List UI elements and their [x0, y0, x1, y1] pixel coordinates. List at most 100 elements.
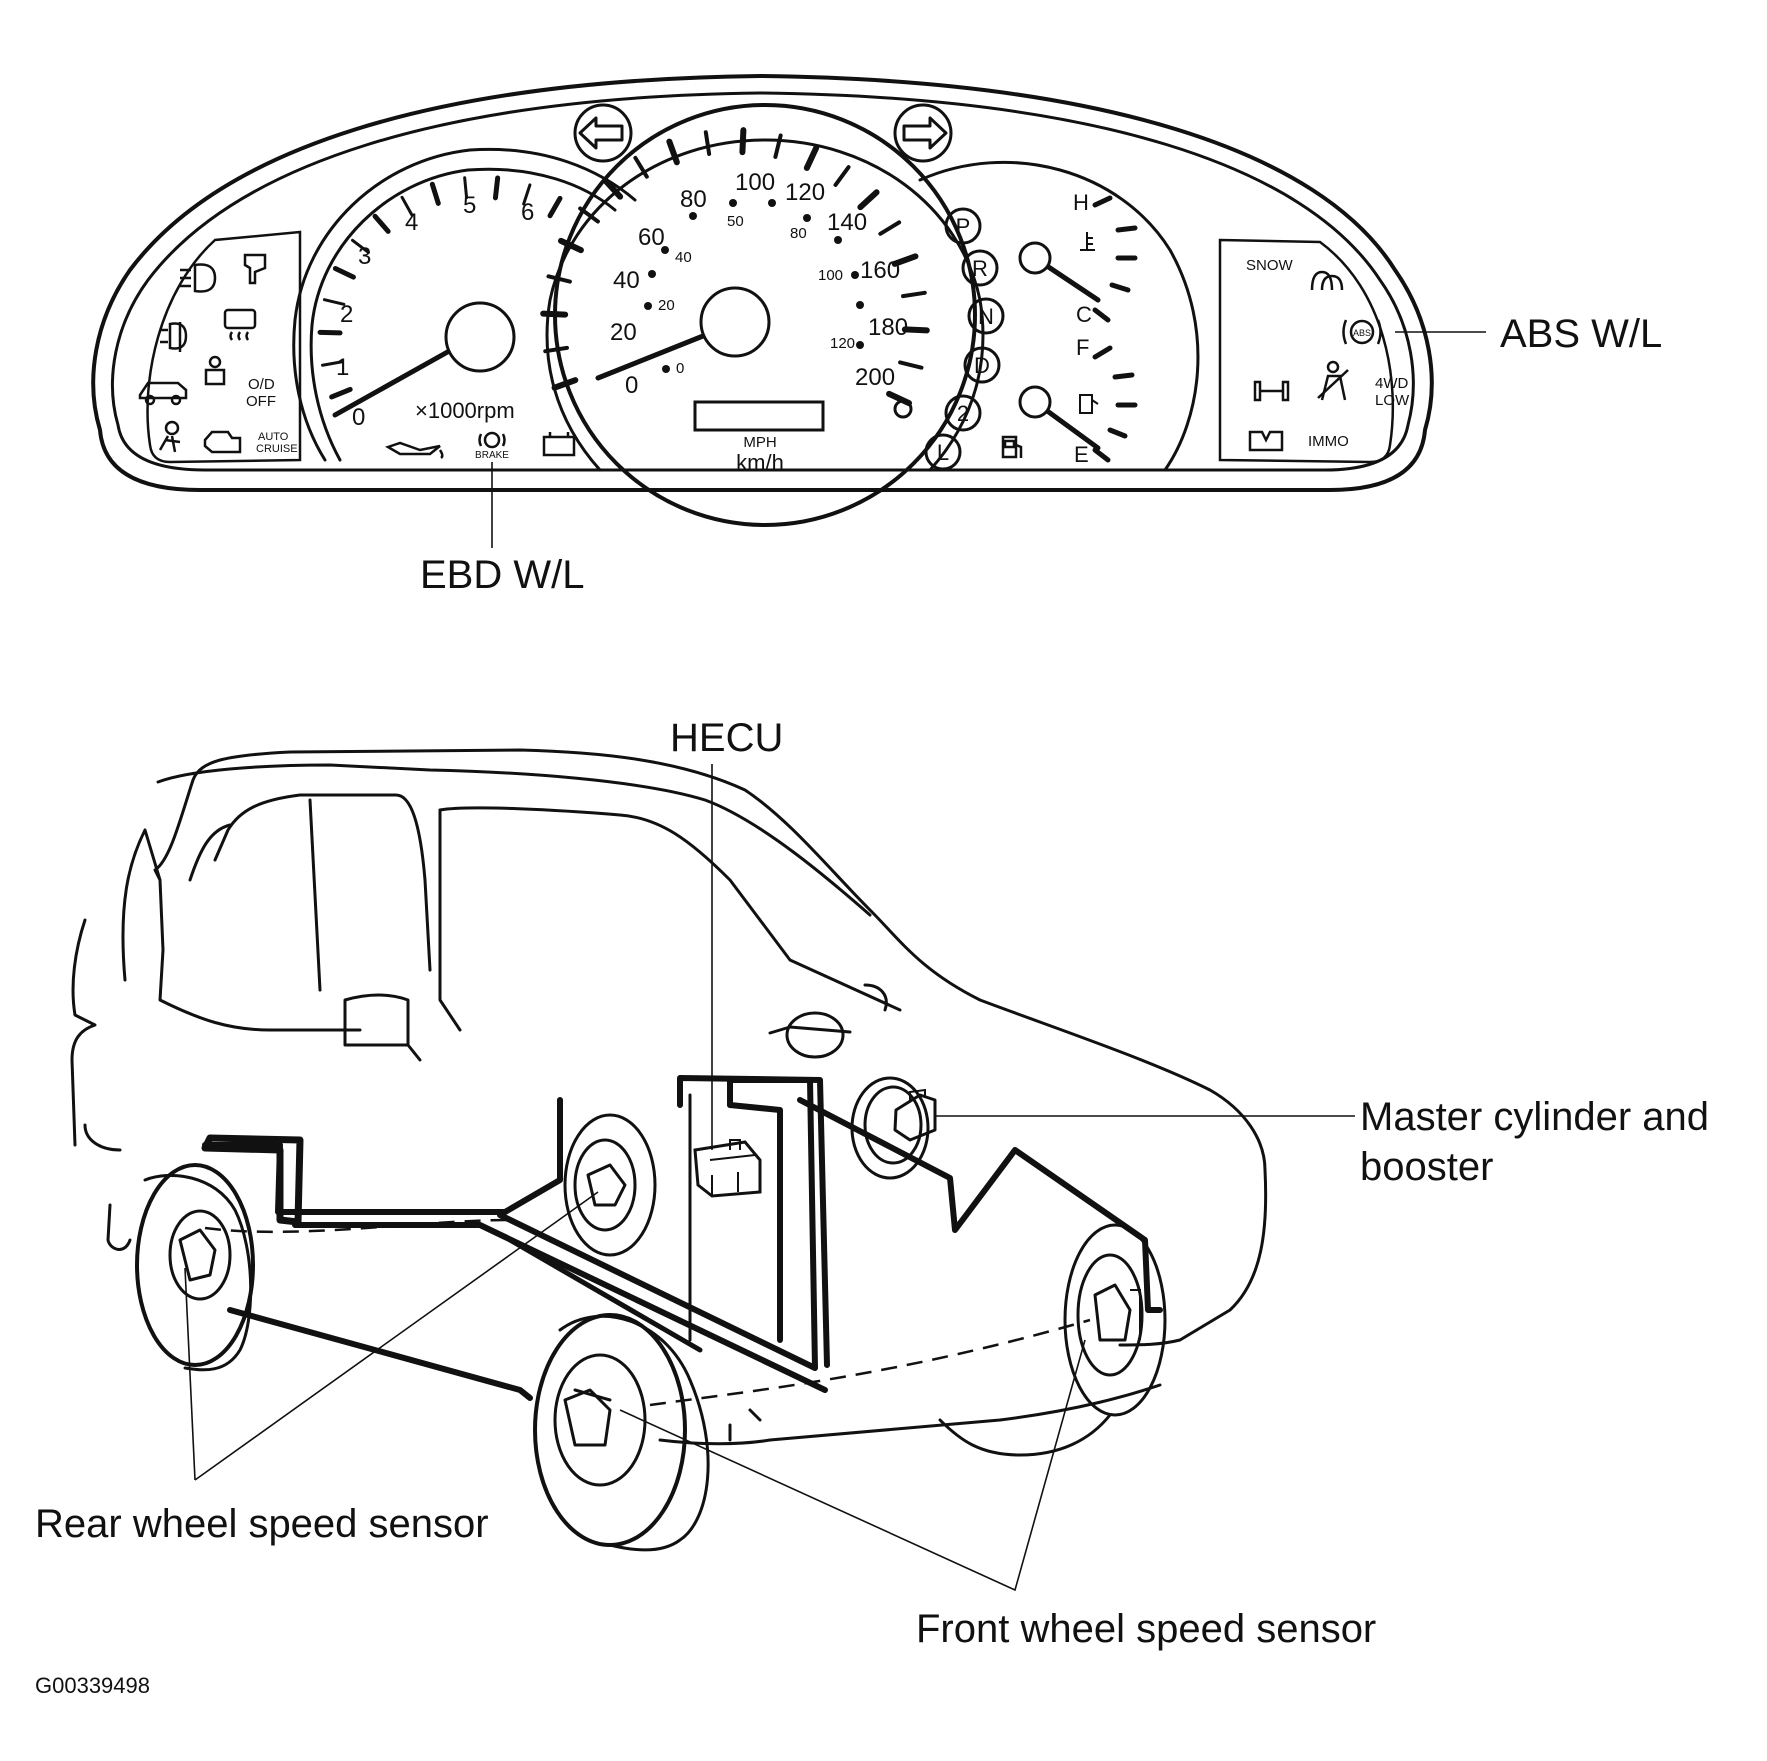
- trip-reset-knob: [893, 399, 913, 419]
- left-warning-icons: O/D OFF AUTO CRUISE: [138, 253, 298, 455]
- speedo-tick-mark: [878, 220, 902, 236]
- tach-unit: ×1000rpm: [415, 398, 515, 423]
- speedo-needle: [595, 327, 721, 381]
- mph-80: 80: [680, 186, 707, 213]
- master-cylinder-booster: [850, 1076, 937, 1180]
- rear-defrost-icon: [223, 308, 257, 341]
- speedo-tick-mark: [633, 155, 649, 179]
- door-open-icon: [243, 253, 267, 285]
- speedo-tick-mark: [666, 138, 680, 166]
- speedo-tick-mark: [898, 360, 924, 370]
- speedo-tick-mark: [578, 206, 600, 224]
- four-wheel-drive-icon: [1253, 380, 1290, 402]
- fuel-pump-icon: [1001, 435, 1023, 459]
- mph-200: 200: [855, 364, 895, 391]
- kmh-50: 50: [727, 213, 744, 230]
- svg-text:L: L: [937, 440, 949, 465]
- figure-id: G00339498: [35, 1673, 150, 1698]
- tach-tick-mark: [317, 329, 343, 336]
- temp-hot: H: [1073, 190, 1089, 215]
- callout-master-cylinder-line2: booster: [1360, 1145, 1493, 1189]
- speedo-tick-mark: [803, 144, 820, 171]
- speedo-tick-mark: [540, 310, 569, 318]
- gear-d: D: [963, 346, 1001, 384]
- tach-tick-1: 1: [336, 354, 349, 381]
- front-right-wheel: [1063, 1223, 1167, 1417]
- odometer-display: [693, 400, 825, 432]
- speedo-tick-mark: [551, 377, 579, 391]
- speedo-tick-mark: [602, 177, 624, 200]
- battery-icon: [542, 432, 576, 457]
- abs-icon-text: ABS: [1353, 328, 1371, 338]
- immobilizer-icon: [1248, 430, 1284, 452]
- headlight-icon: [180, 263, 217, 293]
- immo-text: IMMO: [1308, 433, 1349, 450]
- speedo-hub: [699, 286, 771, 358]
- unit-mph: MPH: [743, 434, 776, 451]
- temp-cold: C: [1076, 302, 1092, 327]
- snow-text: SNOW: [1246, 257, 1294, 274]
- mph-140: 140: [827, 209, 867, 236]
- svg-text:N: N: [978, 304, 994, 329]
- speedo-tick-mark: [857, 189, 880, 211]
- kmh-120: 120: [830, 335, 855, 352]
- bottom-warning-icons: BRAKE: [384, 431, 576, 461]
- kmh-0: 0: [676, 360, 684, 377]
- svg-text:P: P: [956, 214, 971, 239]
- fwd-low-line2: LOW: [1375, 392, 1410, 409]
- tach-needle: [332, 342, 463, 418]
- speedo-tick-mark: [901, 290, 927, 299]
- mph-0: 0: [625, 372, 638, 399]
- speedo-tick-mark: [557, 237, 584, 254]
- mph-120: 120: [785, 179, 825, 206]
- tach-tick-6: 6: [521, 199, 534, 226]
- callout-abs: ABS W/L: [1500, 312, 1662, 356]
- callout-hecu: HECU: [670, 716, 783, 760]
- fog-light-icon: [160, 322, 188, 352]
- vehicle-illustration: [70, 748, 1268, 1552]
- mph-180: 180: [868, 314, 908, 341]
- tach-tick-mark: [372, 213, 391, 234]
- speedo-tick-mark: [891, 253, 919, 267]
- temp-fuel-gauges: H C F E: [918, 160, 1200, 472]
- tach-tick-2: 2: [340, 301, 353, 328]
- kmh-80: 80: [790, 225, 807, 242]
- kmh-40: 40: [675, 249, 692, 266]
- tach-tick-0: 0: [352, 404, 365, 431]
- fuel-full: F: [1076, 335, 1089, 360]
- auto-cruise-line1: AUTO: [258, 431, 289, 443]
- right-warning-icons: SNOW ABS 4WD LOW IMMO: [1246, 257, 1410, 452]
- kmh-20: 20: [658, 297, 675, 314]
- gear-r: R: [961, 249, 999, 287]
- tach-tick-mark: [547, 195, 563, 219]
- rear-left-wheel: [135, 1163, 255, 1372]
- rear-sensor-leader-b: [194, 1191, 599, 1481]
- gear-p: P: [944, 207, 982, 245]
- callout-rear-sensor: Rear wheel speed sensor: [35, 1502, 489, 1546]
- fwd-low-line1: 4WD: [1375, 375, 1409, 392]
- airbag-icon: [158, 420, 181, 453]
- front-left-wheel: [533, 1313, 710, 1552]
- tach-tick-5: 5: [463, 192, 476, 219]
- speedometer: 0 20 40 60 80 100 120 140 160 180 200 0 …: [540, 103, 985, 527]
- abs-warning-icon: [1342, 319, 1382, 345]
- tach-tick-mark: [429, 181, 441, 206]
- callout-master-cylinder-line1: Master cylinder and: [1360, 1095, 1709, 1139]
- tach-hub: [444, 301, 516, 373]
- rear-right-rotor: [563, 1113, 657, 1257]
- svg-text:R: R: [972, 256, 988, 281]
- mph-20: 20: [610, 319, 637, 346]
- od-off-line1: O/D: [248, 376, 275, 393]
- tach-tick-mark: [463, 176, 469, 200]
- engine-check-icon: [203, 430, 242, 454]
- tachometer: 0 1 2 3 4 5 6 ×1000rpm: [292, 147, 637, 462]
- tach-tick-mark: [350, 238, 370, 254]
- mph-60: 60: [638, 224, 665, 251]
- callout-front-sensor: Front wheel speed sensor: [916, 1607, 1376, 1651]
- gear-n: N: [967, 297, 1005, 335]
- auto-cruise-line2: CRUISE: [256, 443, 298, 455]
- fuel-level-icon: [1079, 394, 1099, 414]
- speedo-tick-mark: [901, 326, 930, 334]
- speedo-tick-mark: [773, 133, 783, 159]
